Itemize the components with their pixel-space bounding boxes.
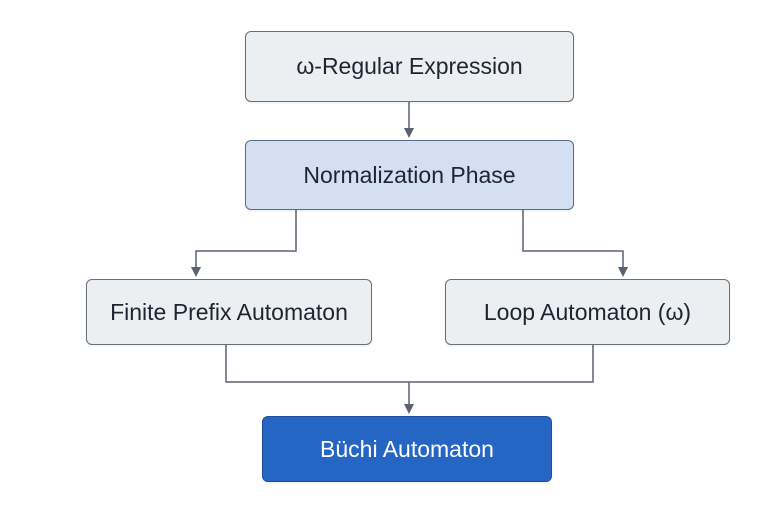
node-normalization-phase: Normalization Phase bbox=[245, 140, 574, 210]
node-finite-prefix-automaton: Finite Prefix Automaton bbox=[86, 279, 372, 345]
edge-prefix-to-buchi bbox=[225, 345, 409, 383]
node-omega-regular-expression: ω-Regular Expression bbox=[245, 31, 574, 102]
edge-normalization-to-loop bbox=[522, 210, 628, 277]
node-buchi-automaton: Büchi Automaton bbox=[262, 416, 552, 482]
node-label: Finite Prefix Automaton bbox=[110, 298, 348, 325]
node-label: ω-Regular Expression bbox=[296, 53, 523, 79]
node-label: Büchi Automaton bbox=[320, 435, 494, 462]
edge-normalization-to-prefix bbox=[191, 210, 297, 277]
node-loop-automaton: Loop Automaton (ω) bbox=[445, 279, 730, 345]
node-label: Loop Automaton (ω) bbox=[483, 298, 692, 325]
node-label: Normalization Phase bbox=[303, 161, 516, 188]
edge-loop-to-buchi bbox=[409, 345, 594, 383]
